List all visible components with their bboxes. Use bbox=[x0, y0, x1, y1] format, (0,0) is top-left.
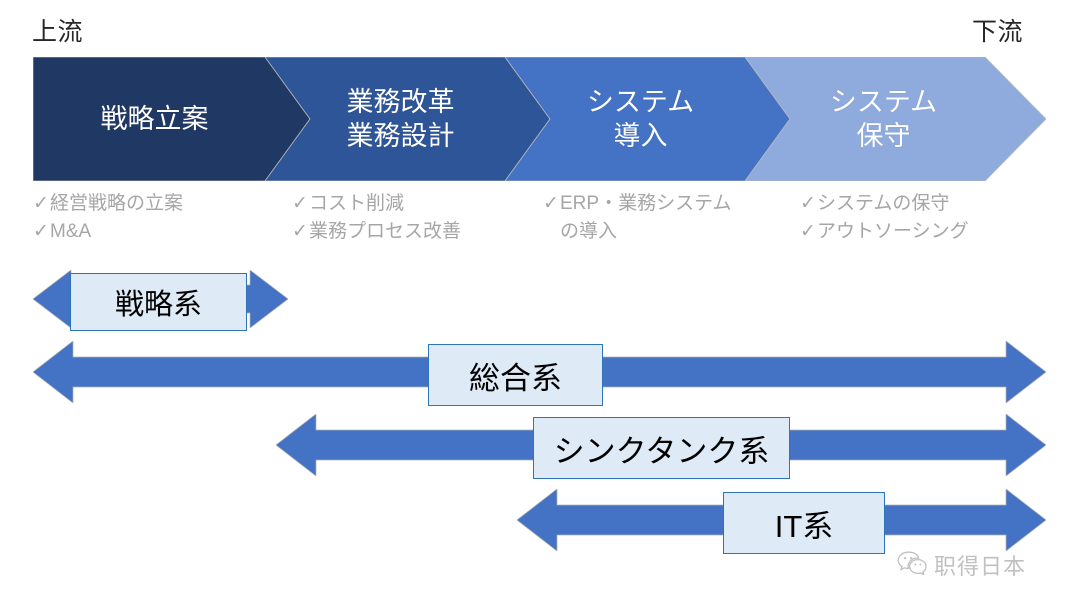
arrow-it-firms[interactable]: IT系 bbox=[517, 489, 1046, 554]
phase-business-reform-label: 業務改革 業務設計 bbox=[346, 87, 455, 151]
bullet-item-label: アウトソーシング bbox=[817, 221, 969, 242]
arrow-general-consulting-firms-label-box[interactable]: 総合系 bbox=[428, 344, 603, 406]
bullet-item: ✓業務プロセス改善 bbox=[292, 218, 461, 246]
watermark-text: 职得日本 bbox=[934, 554, 1027, 579]
process-chevron-row: 戦略立案 業務改革 業務設計 システム 導入 システム 保守 bbox=[0, 57, 1080, 181]
bullets-strategy-planning: ✓経営戦略の立案✓M&A bbox=[33, 190, 183, 246]
phase-business-reform-shape bbox=[265, 57, 550, 181]
phase-strategy-planning[interactable]: 戦略立案 bbox=[33, 57, 310, 181]
bullet-item: ✓コスト削減 bbox=[292, 190, 461, 218]
phase-system-maintenance-label: システム 保守 bbox=[829, 87, 938, 151]
bullet-item-label: M&A bbox=[50, 221, 92, 242]
bullet-item-label: コスト削減 bbox=[309, 193, 405, 214]
arrow-general-consulting-firms[interactable]: 総合系 bbox=[33, 341, 1046, 406]
bullet-item-label: 業務プロセス改善 bbox=[309, 221, 462, 242]
bullet-item: ✓アウトソーシング bbox=[800, 218, 969, 246]
check-icon: ✓ bbox=[543, 193, 559, 214]
arrow-think-tank-firms-label-text: シンクタンク系 bbox=[553, 433, 770, 469]
bullet-item: ✓経営戦略の立案 bbox=[33, 190, 183, 218]
check-icon: ✓ bbox=[33, 193, 49, 214]
upstream-label: 上流 bbox=[32, 18, 84, 46]
arrow-strategy-firms[interactable]: 戦略系 bbox=[33, 270, 288, 331]
bullet-item: ✓ERP・業務システム bbox=[543, 190, 732, 218]
arrow-strategy-firms-label-text: 戦略系 bbox=[114, 289, 202, 321]
phase-bullet-lists: ✓経営戦略の立案✓M&A✓コスト削減✓業務プロセス改善✓ERP・業務システム✓の… bbox=[0, 190, 1080, 252]
arrow-it-firms-label-text: IT系 bbox=[774, 508, 834, 544]
bullet-item-label: ERP・業務システム bbox=[560, 193, 732, 214]
phase-system-maintenance-shape bbox=[745, 57, 1046, 181]
check-icon: ✓ bbox=[292, 221, 308, 242]
phase-business-reform[interactable]: 業務改革 業務設計 bbox=[265, 57, 550, 181]
bullet-item-label: システムの保守 bbox=[817, 193, 950, 214]
phase-strategy-planning-shape bbox=[33, 57, 310, 181]
arrow-general-consulting-firms-label-text: 総合系 bbox=[469, 360, 562, 396]
check-icon: ✓ bbox=[800, 193, 816, 214]
phase-strategy-planning-label: 戦略立案 bbox=[100, 104, 209, 134]
downstream-label: 下流 bbox=[972, 18, 1024, 46]
bullet-item-label: の導入 bbox=[560, 221, 618, 242]
phase-system-introduction[interactable]: システム 導入 bbox=[505, 57, 790, 181]
watermark: 职得日本 bbox=[897, 549, 1026, 581]
bullet-item: ✓M&A bbox=[33, 218, 183, 246]
bullets-business-reform: ✓コスト削減✓業務プロセス改善 bbox=[292, 190, 461, 246]
bullets-system-introduction: ✓ERP・業務システム✓の導入 bbox=[543, 190, 732, 246]
bullets-system-maintenance: ✓システムの保守✓アウトソーシング bbox=[800, 190, 969, 246]
arrow-think-tank-firms-label-box[interactable]: シンクタンク系 bbox=[533, 417, 790, 479]
check-icon: ✓ bbox=[33, 221, 49, 242]
phase-system-introduction-label: システム 導入 bbox=[586, 87, 695, 151]
wechat-icon bbox=[897, 551, 927, 580]
check-icon: ✓ bbox=[292, 193, 308, 214]
bullet-item-label: 経営戦略の立案 bbox=[50, 193, 184, 214]
phase-system-maintenance[interactable]: システム 保守 bbox=[745, 57, 1046, 181]
arrow-strategy-firms-label-box[interactable]: 戦略系 bbox=[70, 273, 247, 331]
phase-system-introduction-shape bbox=[505, 57, 790, 181]
check-icon: ✓ bbox=[800, 221, 816, 242]
arrow-think-tank-firms[interactable]: シンクタンク系 bbox=[276, 414, 1046, 479]
arrow-it-firms-label-box[interactable]: IT系 bbox=[723, 492, 885, 554]
bullet-item: ✓の導入 bbox=[543, 218, 732, 246]
bullet-item: ✓システムの保守 bbox=[800, 190, 969, 218]
